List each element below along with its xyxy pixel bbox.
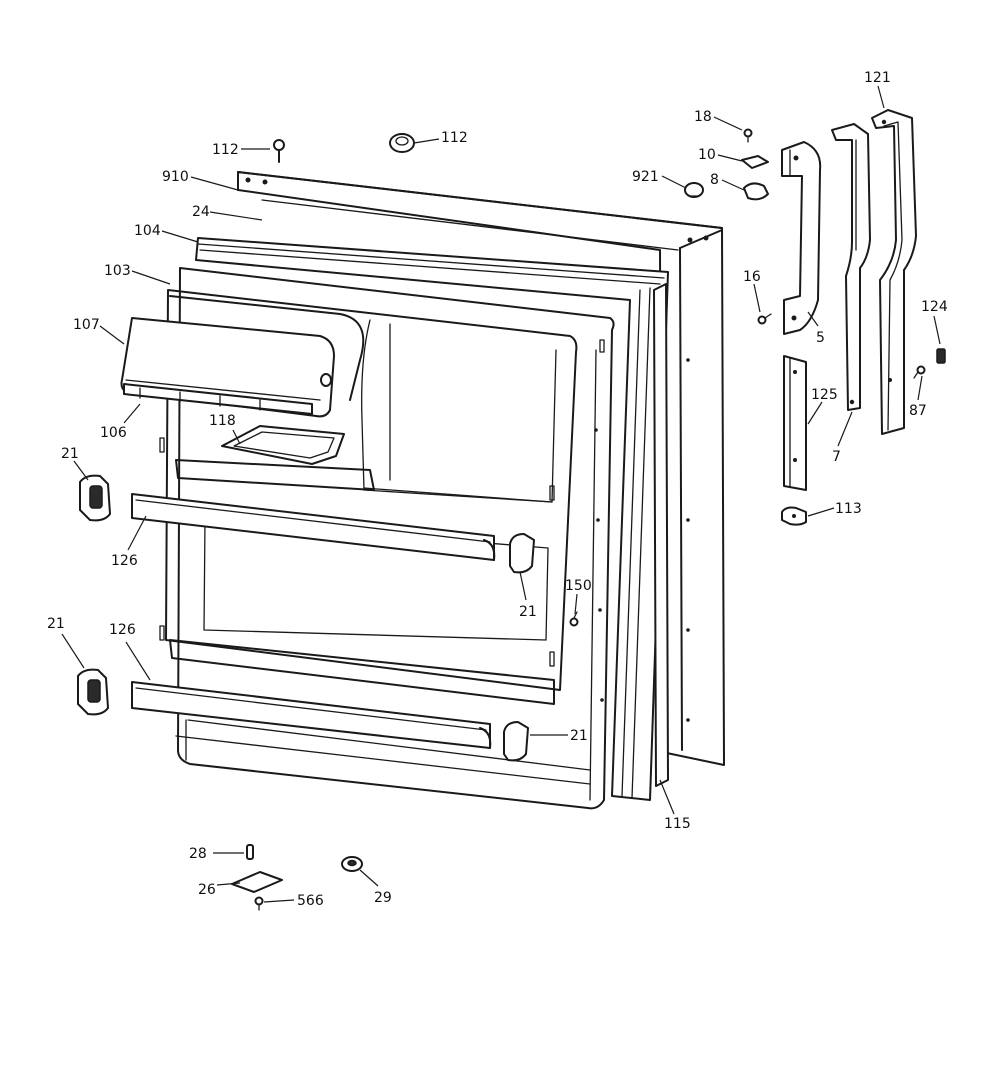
callout-125: 125 (811, 387, 838, 403)
shelf-end-cap-left-lower (77, 668, 109, 716)
hinge-pin-10 (741, 155, 769, 169)
plate-26 (231, 871, 283, 893)
screw-18 (743, 128, 753, 143)
callout-103: 103 (104, 263, 131, 279)
callout-113: 113 (835, 501, 862, 517)
hinge-cover-121 (871, 109, 917, 435)
callout-labels: 112 112 910 24 104 103 107 106 118 21 12… (47, 70, 948, 909)
callout-121: 121 (864, 70, 891, 86)
screw-566 (254, 896, 264, 911)
callout-10: 10 (698, 147, 716, 163)
screw-112 (273, 139, 285, 163)
plug-921 (684, 182, 704, 198)
hinge-arm-7 (831, 123, 871, 411)
callout-106: 106 (100, 425, 127, 441)
dairy-shelf (123, 383, 313, 415)
callout-126: 126 (111, 553, 138, 569)
callout-21: 21 (47, 616, 65, 632)
hinge-bracket-5 (781, 141, 822, 335)
leader-lines (61, 85, 941, 903)
butter-tray (221, 425, 345, 465)
callout-5: 5 (816, 330, 825, 346)
callout-16: 16 (743, 269, 761, 285)
callout-921: 921 (632, 169, 659, 185)
shelf-end-cap-left-upper (79, 474, 111, 522)
callout-7: 7 (832, 449, 841, 465)
callout-126: 126 (109, 622, 136, 638)
callout-112: 112 (441, 130, 468, 146)
seal-strip (653, 283, 669, 787)
pin-28 (246, 844, 254, 860)
grommet-29 (341, 856, 363, 872)
callout-112: 112 (212, 142, 239, 158)
callout-104: 104 (134, 223, 161, 239)
clip-124 (936, 348, 946, 364)
callout-115: 115 (664, 816, 691, 832)
callout-21: 21 (570, 728, 588, 744)
door-shelf-lower (131, 681, 492, 749)
callout-124: 124 (921, 299, 948, 315)
screw-87 (913, 365, 926, 379)
plug-112 (389, 133, 415, 153)
callout-18: 18 (694, 109, 712, 125)
callout-566: 566 (297, 893, 324, 909)
callout-8: 8 (710, 172, 719, 188)
callout-910: 910 (162, 169, 189, 185)
callout-21: 21 (61, 446, 79, 462)
door-stop-125 (783, 355, 807, 491)
shelf-end-cap-right-lower (503, 721, 529, 762)
callout-107: 107 (73, 317, 100, 333)
shelf-end-cap-right-upper (509, 533, 535, 574)
door-gasket (195, 237, 669, 801)
callout-87: 87 (909, 403, 927, 419)
screw-150 (569, 611, 579, 627)
door-shelf-upper (131, 493, 496, 561)
callout-24: 24 (192, 204, 210, 220)
callout-29: 29 (374, 890, 392, 906)
callout-118: 118 (209, 413, 236, 429)
hinge-spacer-113 (781, 506, 807, 526)
callout-28: 28 (189, 846, 207, 862)
screw-16 (757, 313, 772, 325)
cam-8 (743, 182, 769, 201)
callout-26: 26 (198, 882, 216, 898)
callout-21: 21 (519, 604, 537, 620)
callout-150: 150 (565, 578, 592, 594)
